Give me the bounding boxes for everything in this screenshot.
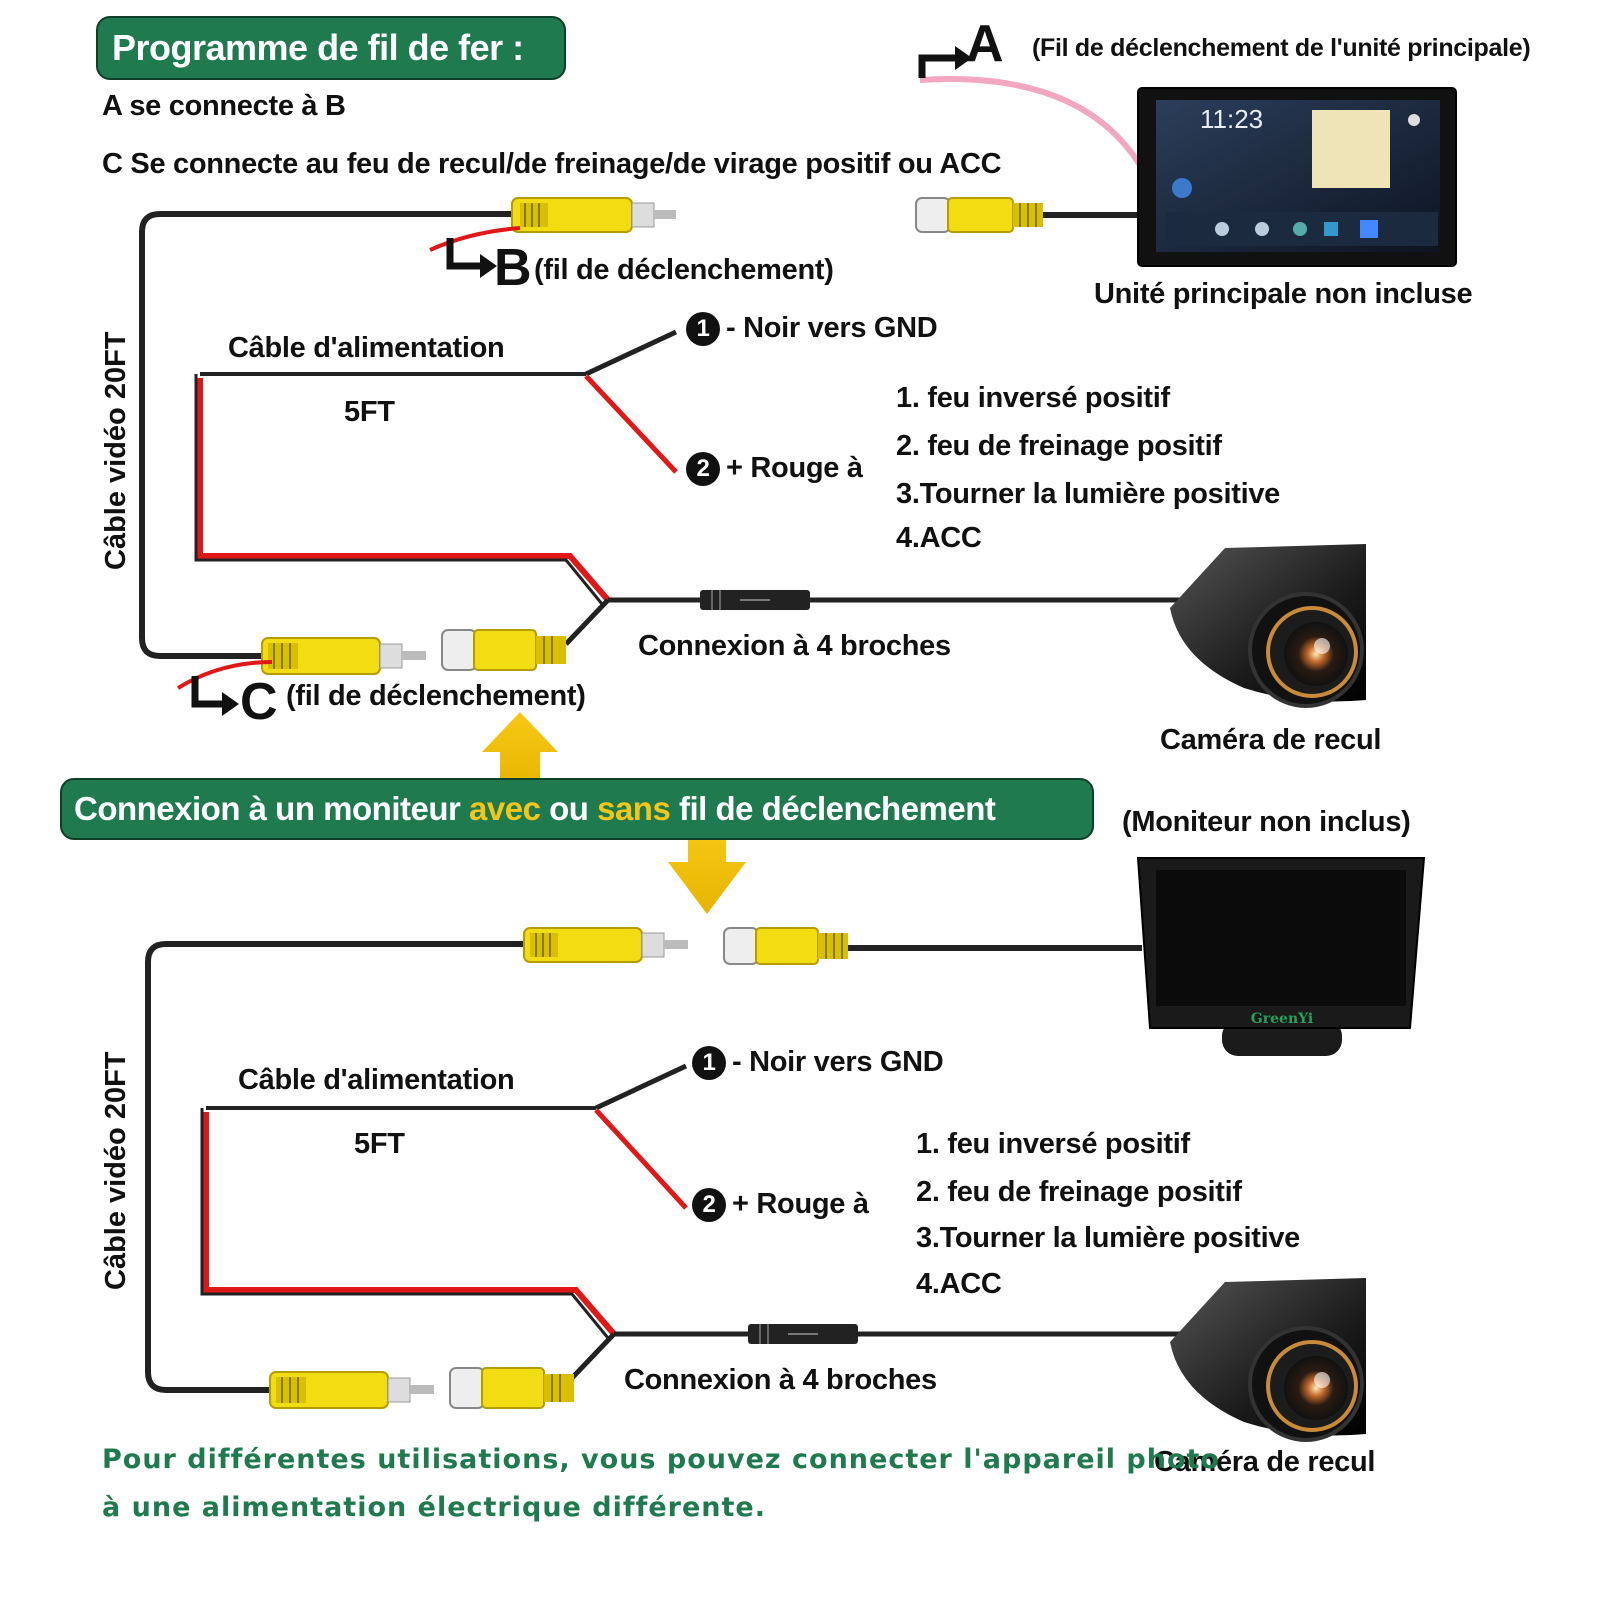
marker-two-icon: 2 xyxy=(692,1188,726,1223)
option-4-bottom: 4.ACC xyxy=(916,1268,1002,1300)
banner-sans: sans xyxy=(597,790,671,827)
wire-a-letter: A xyxy=(966,15,1004,73)
power-cable-bottom-red-outline xyxy=(200,1108,610,1339)
rca-female-head-unit xyxy=(915,197,1043,233)
power-cable-bottom-red xyxy=(203,1112,617,1336)
wire-b-letter: B xyxy=(494,239,532,297)
wire-red-top xyxy=(584,374,678,474)
video-cable-bottom xyxy=(145,941,530,1393)
video-cable-top xyxy=(139,211,520,659)
four-pin-connector-top xyxy=(700,590,810,610)
option-4-top: 4.ACC xyxy=(896,522,982,554)
trigger-wire-b xyxy=(429,226,521,252)
down-arrow-icon xyxy=(668,830,746,914)
trigger-wire-a xyxy=(919,76,1143,167)
rca-female-camera-top xyxy=(441,629,566,671)
rca-female-monitor xyxy=(723,927,848,965)
camera-branch-bottom xyxy=(570,1332,616,1380)
option-2-bottom: 2. feu de freinage positif xyxy=(916,1176,1242,1208)
power-cable-top-red-outline xyxy=(194,374,604,605)
four-pin-connector-bottom xyxy=(748,1324,858,1344)
pin-connector-label-bottom: Connexion à 4 broches xyxy=(624,1364,937,1396)
arrow-b-icon xyxy=(446,238,480,270)
red-text-top: + Rouge à xyxy=(726,452,863,484)
rca-male-bottom-top xyxy=(523,927,688,963)
option-3-top: 3.Tourner la lumière positive xyxy=(896,478,1280,510)
red-text-bottom: + Rouge à xyxy=(732,1188,869,1220)
red-label-top: 2+ Rouge à xyxy=(686,452,863,487)
power-cable-top-red xyxy=(197,378,611,602)
power-length-bottom: 5FT xyxy=(354,1128,405,1160)
rule-a-b: A se connecte à B xyxy=(102,90,346,122)
arrow-b-head-icon xyxy=(480,254,497,278)
head-unit-clock: 11:23 xyxy=(1200,104,1263,134)
gnd-text-top: - Noir vers GND xyxy=(726,312,938,344)
camera-branch-top xyxy=(564,598,610,646)
marker-two-icon: 2 xyxy=(686,452,720,487)
option-1-top: 1. feu inversé positif xyxy=(896,382,1170,414)
rca-female-camera-bottom xyxy=(449,1367,574,1409)
head-unit: 11:23 xyxy=(1137,87,1457,267)
head-unit-caption: Unité principale non incluse xyxy=(1094,278,1473,310)
video-cable-label-top: Câble vidéo 20FT xyxy=(100,331,132,570)
rca-male-bottom xyxy=(269,1371,434,1409)
camera-caption-top: Caméra de recul xyxy=(1160,724,1382,756)
monitor-note: (Moniteur non inclus) xyxy=(1122,806,1411,838)
wire-black-gnd-top xyxy=(584,329,678,377)
camera-caption-bottom: Caméra de recul xyxy=(1154,1446,1376,1478)
marker-one-icon: 1 xyxy=(692,1046,726,1081)
wire-a-label: (Fil de déclenchement de l'unité princip… xyxy=(1032,34,1531,62)
banner-text-1: Connexion à un moniteur xyxy=(74,790,470,827)
banner-avec: avec xyxy=(469,790,541,827)
gnd-label-top: 1- Noir vers GND xyxy=(686,312,938,347)
option-2-top: 2. feu de freinage positif xyxy=(896,430,1222,462)
arrow-a-icon xyxy=(918,54,955,78)
gnd-text-bottom: - Noir vers GND xyxy=(732,1046,944,1078)
banner-text-3: fil de déclenchement xyxy=(670,790,996,827)
up-arrow-icon xyxy=(482,712,558,792)
banner-text-2: ou xyxy=(540,790,598,827)
wire-red-bottom xyxy=(594,1108,688,1210)
camera-top xyxy=(1170,544,1366,708)
red-label-bottom: 2+ Rouge à xyxy=(692,1188,869,1223)
rca-male-b xyxy=(511,197,676,233)
monitor: GreenYi xyxy=(1136,857,1426,1056)
footer-line-2: à une alimentation électrique différente… xyxy=(102,1492,766,1523)
marker-one-icon: 1 xyxy=(686,312,720,347)
arrow-a-head-icon xyxy=(955,46,972,70)
power-cable-label-bottom: Câble d'alimentation xyxy=(238,1064,515,1096)
wire-c-letter: C xyxy=(240,673,278,731)
pin-connector-label-top: Connexion à 4 broches xyxy=(638,630,951,662)
rca-male-c xyxy=(261,637,426,675)
rule-c: C Se connecte au feu de recul/de freinag… xyxy=(102,148,1002,180)
power-length-top: 5FT xyxy=(344,396,395,428)
arrow-c-icon xyxy=(191,676,222,708)
camera-bottom xyxy=(1170,1278,1366,1442)
wire-b-label: (fil de déclenchement) xyxy=(534,254,834,286)
trigger-wire-c xyxy=(176,660,273,690)
wire-black-gnd-bottom xyxy=(594,1063,688,1111)
page-title: Programme de fil de fer : xyxy=(96,16,566,80)
option-3-bottom: 3.Tourner la lumière positive xyxy=(916,1222,1300,1254)
footer-line-1: Pour différentes utilisations, vous pouv… xyxy=(102,1444,1220,1475)
power-cable-label-top: Câble d'alimentation xyxy=(228,332,505,364)
arrow-c-head-icon xyxy=(222,692,239,716)
gnd-label-bottom: 1- Noir vers GND xyxy=(692,1046,944,1081)
monitor-brand: GreenYi xyxy=(1251,1011,1313,1027)
video-cable-label-bottom: Câble vidéo 20FT xyxy=(100,1051,132,1290)
monitor-banner: Connexion à un moniteur avec ou sans fil… xyxy=(60,778,1094,840)
wire-c-label: (fil de déclenchement) xyxy=(286,680,586,712)
option-1-bottom: 1. feu inversé positif xyxy=(916,1128,1190,1160)
